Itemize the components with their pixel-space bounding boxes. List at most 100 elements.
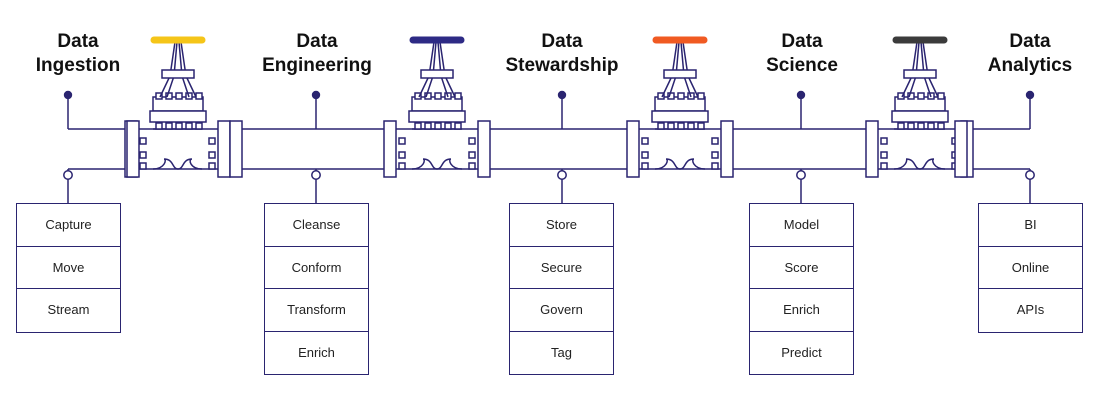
bolt — [398, 151, 406, 159]
bonnet-bolt — [434, 122, 442, 130]
bonnet-bolt — [677, 92, 685, 100]
bonnet-bolt — [175, 92, 183, 100]
task-item: Store — [510, 204, 613, 247]
bolt — [711, 151, 719, 159]
bonnet-bolt — [677, 122, 685, 130]
bonnet-bolt — [937, 92, 945, 100]
bonnet-bolt — [454, 122, 462, 130]
bolt — [398, 162, 406, 170]
task-item: Govern — [510, 289, 613, 332]
valve-bonnet-base — [651, 110, 709, 123]
task-box-analytics: BI Online APIs — [978, 203, 1083, 333]
task-item: Move — [17, 247, 120, 289]
bonnet-bolt — [927, 122, 935, 130]
flange-plate — [477, 120, 491, 178]
connector-circle — [63, 170, 73, 180]
bolt — [139, 162, 147, 170]
valve-body-mask — [412, 130, 462, 168]
valve-yoke-plate — [161, 69, 195, 79]
connector-circle — [796, 170, 806, 180]
valve-body-mask — [894, 130, 945, 168]
bolt — [139, 151, 147, 159]
bonnet-bolt — [897, 122, 905, 130]
bonnet-bolt — [424, 122, 432, 130]
flange-plate — [126, 120, 140, 178]
bonnet-bolt — [155, 122, 163, 130]
flange-plate — [383, 120, 397, 178]
bonnet-bolt — [434, 92, 442, 100]
bonnet-bolt — [185, 122, 193, 130]
bolt — [468, 162, 476, 170]
connector-circle — [1025, 170, 1035, 180]
valve-body-curve — [152, 158, 203, 170]
valve-yoke-plate — [903, 69, 937, 79]
connector-circle — [311, 170, 321, 180]
bonnet-bolt — [414, 92, 422, 100]
task-item: APIs — [1016, 302, 1045, 317]
bonnet-bolt — [155, 92, 163, 100]
bonnet-bolt — [667, 122, 675, 130]
bolt — [880, 151, 888, 159]
bolt — [711, 137, 719, 145]
valve-yoke-plate — [663, 69, 697, 79]
bolt — [398, 137, 406, 145]
bonnet-bolt — [414, 122, 422, 130]
bonnet-bolt — [897, 92, 905, 100]
bolt — [641, 137, 649, 145]
bonnet-bolt — [917, 122, 925, 130]
task-item: Cleanse — [265, 204, 368, 247]
task-item: Enrich — [298, 344, 335, 360]
task-item: Stream — [47, 302, 90, 317]
bolt — [208, 162, 216, 170]
flange-plate — [954, 120, 968, 178]
valve-body-curve — [893, 158, 946, 170]
task-box-stewardship: Store Secure Govern Tag — [509, 203, 614, 375]
bolt — [711, 162, 719, 170]
bonnet-bolt — [697, 122, 705, 130]
bonnet-bolt — [687, 122, 695, 130]
bonnet-bolt — [937, 122, 945, 130]
task-item: Tag — [551, 344, 572, 360]
bonnet-bolt — [175, 122, 183, 130]
flange-plate — [229, 120, 243, 178]
task-item: BI — [979, 204, 1082, 247]
flange-plate — [720, 120, 734, 178]
valve-bonnet-base — [408, 110, 466, 123]
bonnet-bolt — [165, 122, 173, 130]
valve-body-curve — [411, 158, 463, 170]
bolt — [139, 137, 147, 145]
task-item: Model — [750, 204, 853, 247]
task-item: Transform — [265, 289, 368, 332]
bolt — [880, 137, 888, 145]
bonnet-bolt — [195, 92, 203, 100]
task-box-ingestion: Capture Move Stream — [16, 203, 121, 333]
bolt — [208, 137, 216, 145]
valve-bonnet-base — [149, 110, 207, 123]
flange-plate — [217, 120, 231, 178]
task-item: Secure — [510, 247, 613, 289]
bonnet-bolt — [657, 122, 665, 130]
bolt — [468, 137, 476, 145]
bonnet-bolt — [444, 122, 452, 130]
task-item: Online — [979, 247, 1082, 289]
valve-body-mask — [655, 130, 705, 168]
task-item: Capture — [17, 204, 120, 247]
bonnet-bolt — [697, 92, 705, 100]
valve-bonnet-base — [891, 110, 949, 123]
bonnet-bolt — [195, 122, 203, 130]
bolt — [641, 162, 649, 170]
flange-plate — [865, 120, 879, 178]
task-item: Conform — [265, 247, 368, 289]
bonnet-bolt — [907, 122, 915, 130]
valve-body-curve — [654, 158, 706, 170]
flange-plate — [626, 120, 640, 178]
valve-yoke-plate — [420, 69, 454, 79]
task-box-engineering: Cleanse Conform Transform Enrich — [264, 203, 369, 375]
bolt — [880, 162, 888, 170]
